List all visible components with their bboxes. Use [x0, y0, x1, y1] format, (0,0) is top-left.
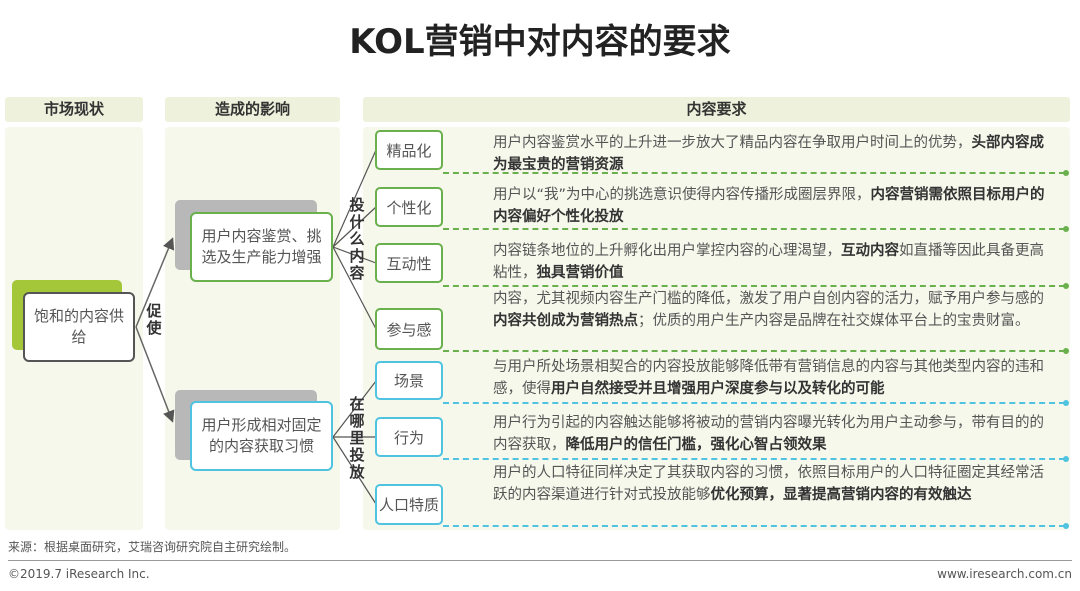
requirement-label: 人口特质 [375, 484, 443, 525]
text: 内容链条地位的上升孵化出用户掌控内容的心理渴望， [493, 243, 841, 259]
header-requirements: 内容要求 [363, 97, 1070, 122]
requirement-label: 参与感 [375, 308, 443, 350]
requirement-description: 内容，尤其视频内容生产门槛的降低，激发了用户自创内容的活力，赋予用户参与感的内容… [493, 288, 1058, 332]
dot-marker [1063, 170, 1069, 176]
header-impact: 造成的影响 [165, 97, 340, 122]
impact-box-habit: 用户形成相对固定的内容获取习惯 [190, 401, 333, 471]
dashed-divider [443, 350, 1065, 352]
page-title: KOL营销中对内容的要求 [349, 22, 731, 62]
text: 用户内容鉴赏水平的上升进一步放大了精品内容在争取用户时间上的优势， [493, 135, 972, 151]
branch-label-where: 在哪里投放 [349, 395, 365, 481]
dashed-divider [443, 458, 1065, 460]
dashed-divider [443, 402, 1065, 404]
text: ；优质的用户生产内容是品牌在社交媒体平台上的宝贵财富。 [638, 313, 1030, 329]
highlight-text: 互动内容 [841, 243, 899, 259]
text: 与用户所处场景相契合的内容投放能够降低带有营销信息的内容与其他类型内容的违和感，… [493, 359, 1044, 397]
text: 如直播等因此具备更高粘性， [493, 243, 1044, 281]
divider [8, 560, 1072, 561]
branch-label-what: 投什么内容 [349, 196, 365, 282]
dashed-divider [443, 525, 1065, 527]
requirement-description: 与用户所处场景相契合的内容投放能够降低带有营销信息的内容与其他类型内容的违和感，… [493, 356, 1058, 400]
requirement-description: 用户的人口特征同样决定了其获取内容的习惯，依照目标用户的人口特征圈定其经常活跃的… [493, 462, 1058, 506]
text: 用户行为引起的内容触达能够将被动的营销内容曝光转化为用户主动参与，带有目的的内容… [493, 415, 1044, 453]
dot-marker [1063, 283, 1069, 289]
text: 用户的人口特征同样决定了其获取内容的习惯，依照目标用户的人口特征圈定其经常活跃的… [493, 465, 1044, 503]
highlight-text: 独具营销价值 [536, 265, 624, 281]
impact-box-ability: 用户内容鉴赏、挑选及生产能力增强 [190, 212, 333, 282]
dot-marker [1063, 226, 1069, 232]
requirement-description: 用户行为引起的内容触达能够将被动的营销内容曝光转化为用户主动参与，带有目的的内容… [493, 412, 1058, 456]
dashed-divider [443, 228, 1065, 230]
highlight-text: 头部内容成为最宝贵的营销资源 [493, 135, 1044, 173]
requirement-label: 行为 [375, 417, 443, 457]
requirement-label: 个性化 [375, 187, 443, 227]
requirement-description: 内容链条地位的上升孵化出用户掌控内容的心理渴望，互动内容如直播等因此具备更高粘性… [493, 240, 1058, 284]
requirement-description: 用户以“我”为中心的挑选意识使得内容传播形成圈层界限，内容营销需依照目标用户的内… [493, 184, 1058, 228]
panel-requirements [363, 127, 1070, 530]
requirement-label: 互动性 [375, 243, 443, 283]
market-box: 饱和的内容供给 [23, 292, 135, 362]
dot-marker [1063, 400, 1069, 406]
dot-marker [1063, 348, 1069, 354]
text: 用户以“我”为中心的挑选意识使得内容传播形成圈层界限， [493, 187, 871, 203]
highlight-text: 内容共创成为营销热点 [493, 313, 638, 329]
text: 内容，尤其视频内容生产门槛的降低，激发了用户自创内容的活力，赋予用户参与感的 [493, 291, 1044, 307]
highlight-text: 降低用户的信任门槛，强化心智占领效果 [565, 437, 827, 453]
highlight-text: 优化预算，显著提高营销内容的有效触达 [710, 487, 972, 503]
arrow-label: 促使 [146, 302, 162, 337]
highlight-text: 内容营销需依照目标用户的内容偏好个性化投放 [493, 187, 1045, 225]
requirement-label: 精品化 [375, 130, 443, 170]
requirement-description: 用户内容鉴赏水平的上升进一步放大了精品内容在争取用户时间上的优势，头部内容成为最… [493, 132, 1058, 176]
requirement-label: 场景 [375, 361, 443, 400]
website: www.iresearch.com.cn [937, 567, 1072, 581]
copyright: ©2019.7 iResearch Inc. [8, 567, 150, 581]
dashed-divider [443, 285, 1065, 287]
header-market: 市场现状 [5, 97, 143, 122]
highlight-text: 用户自然接受并且增强用户深度参与以及转化的可能 [551, 381, 885, 397]
source-note: 来源：根据桌面研究，艾瑞咨询研究院自主研究绘制。 [8, 540, 297, 554]
dot-marker [1063, 456, 1069, 462]
dot-marker [1063, 523, 1069, 529]
dashed-divider [443, 172, 1065, 174]
